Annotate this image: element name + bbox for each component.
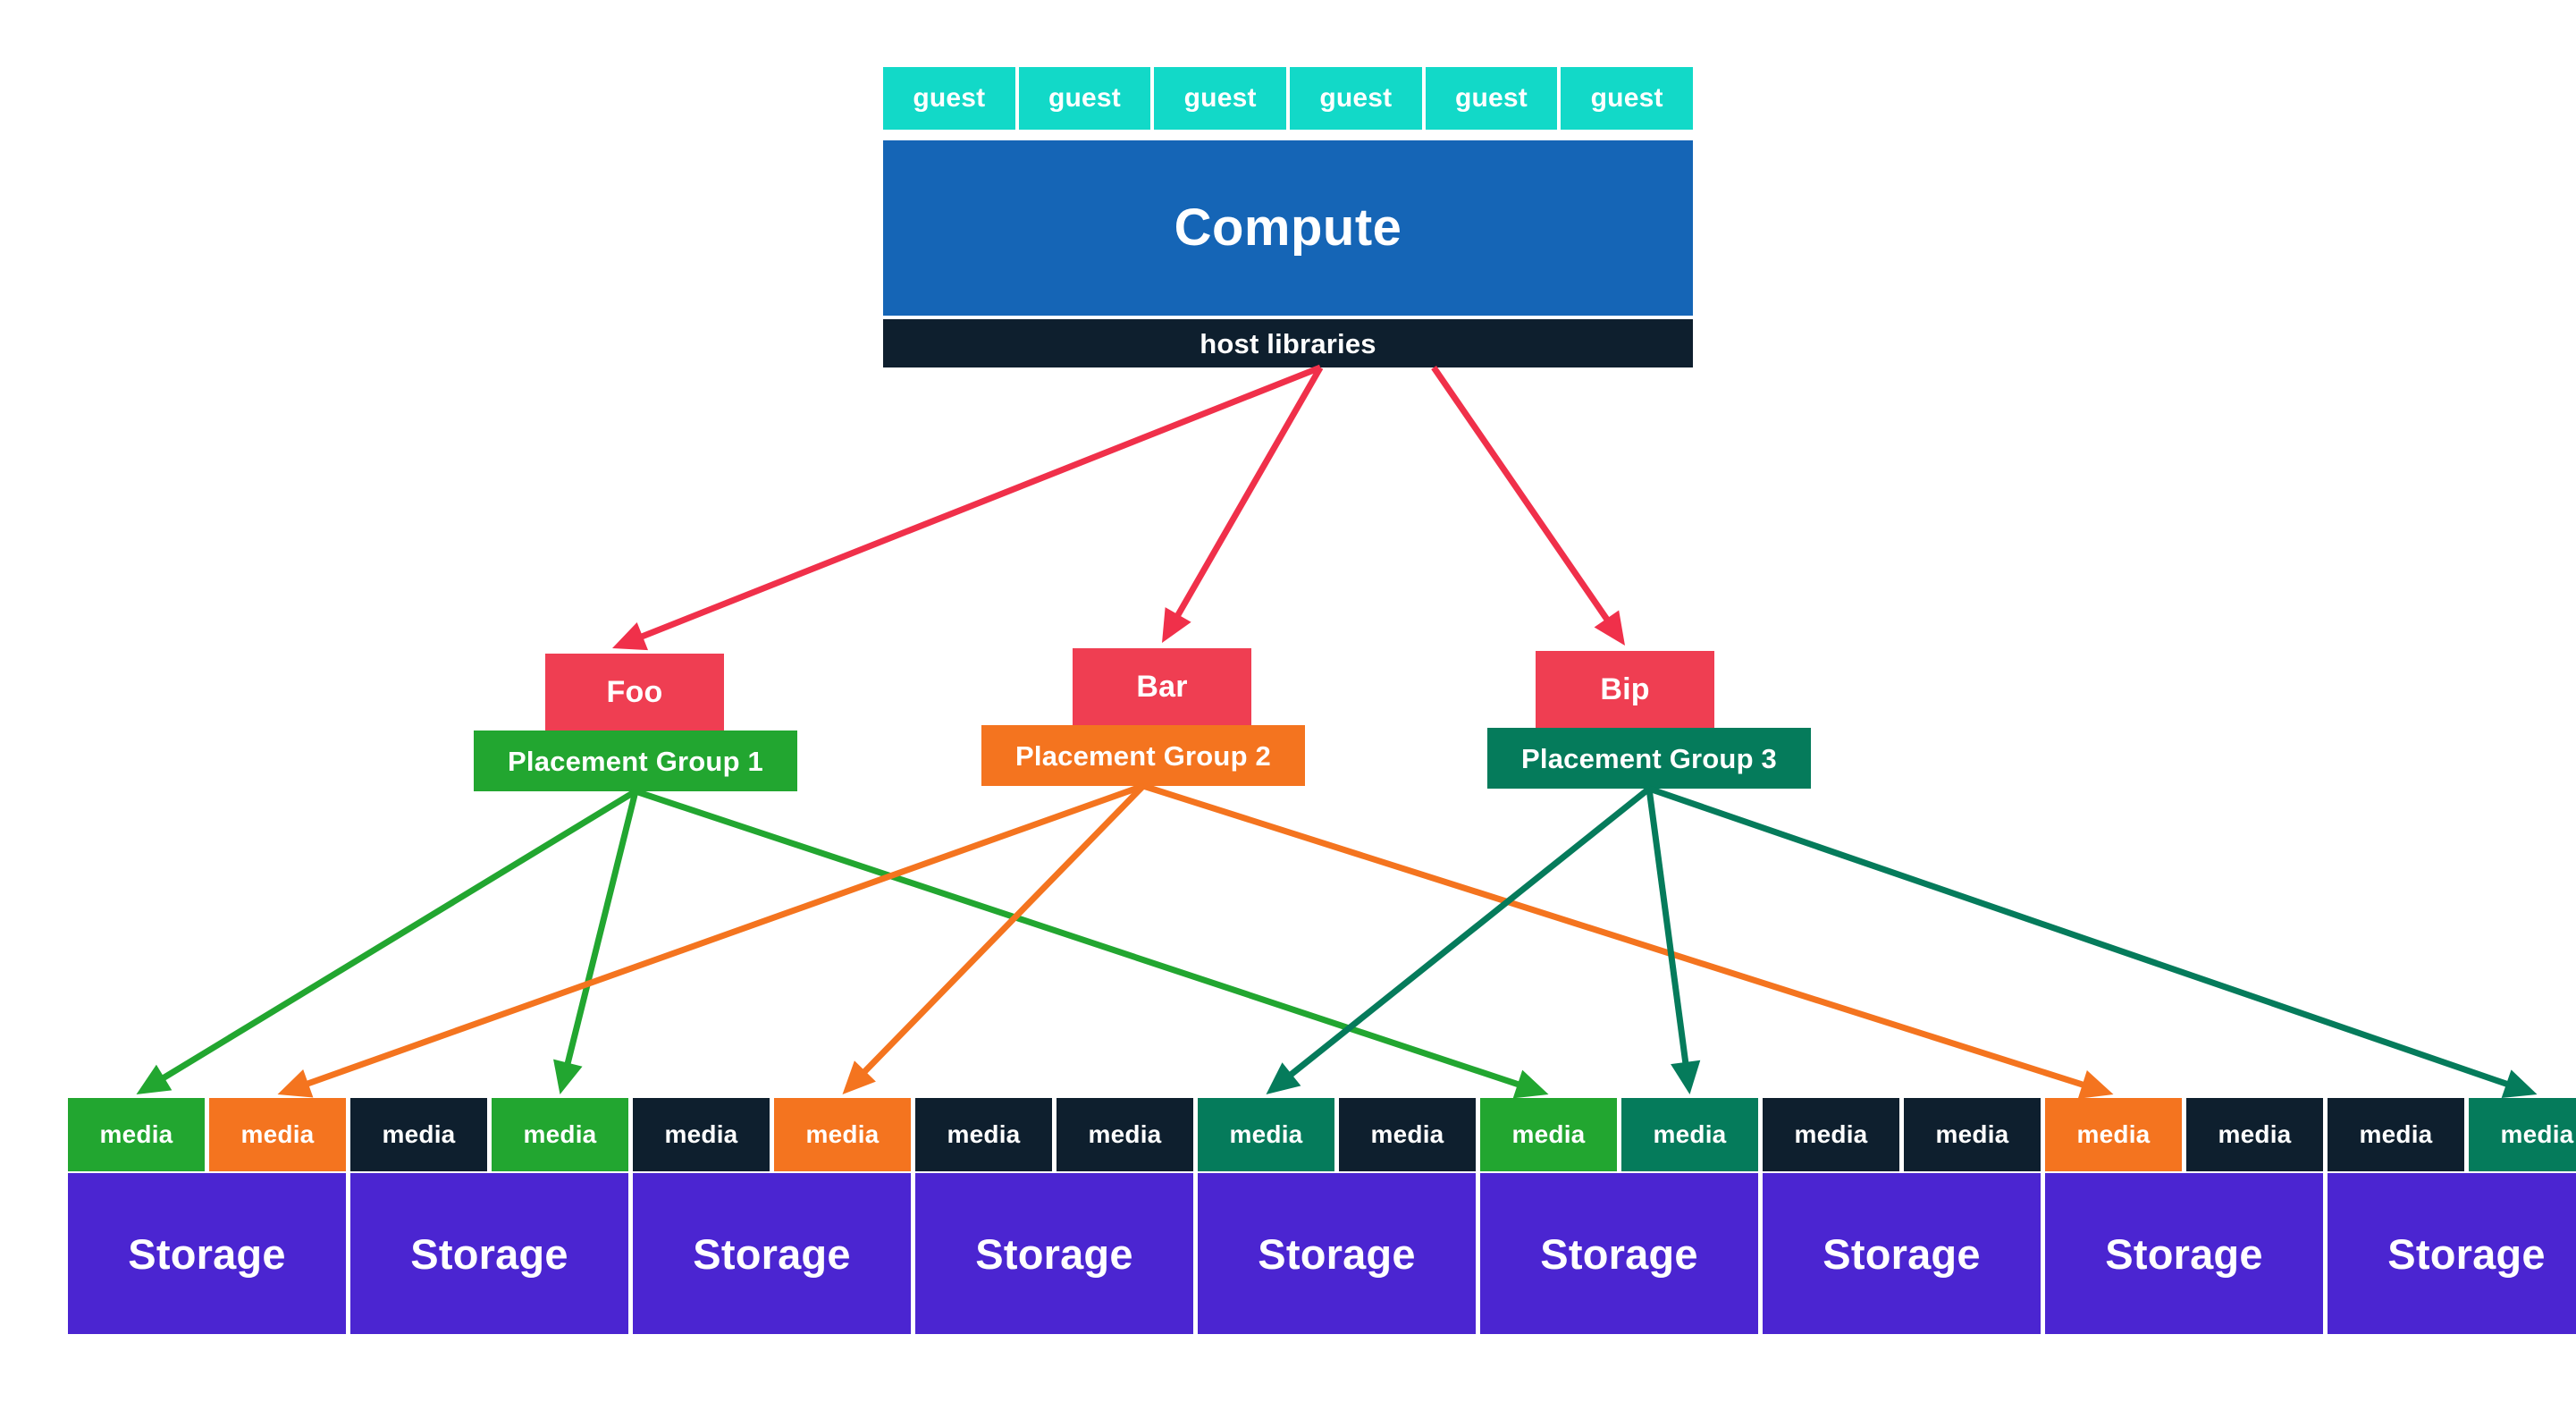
arrow-pg2-to-media-2 — [277, 782, 1145, 1098]
arrow-pg1-to-media-11 — [634, 788, 1549, 1099]
storage-node-2[interactable]: Storage — [350, 1173, 628, 1334]
storage-node-3[interactable]: Storage — [633, 1173, 911, 1334]
media-box-13[interactable]: media — [1763, 1098, 1899, 1171]
placement-group-3[interactable]: Placement Group 3 — [1487, 728, 1811, 789]
host-libraries-block: host libraries — [883, 319, 1693, 367]
placement-group-2[interactable]: Placement Group 2 — [981, 725, 1305, 786]
arrow-pg2-to-media-15 — [1141, 782, 2114, 1099]
storage-node-5[interactable]: Storage — [1198, 1173, 1476, 1334]
media-box-4[interactable]: media — [492, 1098, 628, 1171]
storage-node-7[interactable]: Storage — [1763, 1173, 2041, 1334]
media-box-16[interactable]: media — [2186, 1098, 2323, 1171]
media-box-18[interactable]: media — [2469, 1098, 2576, 1171]
application-foo[interactable]: Foo — [545, 654, 724, 731]
arrow-pg3-to-media-18 — [1647, 785, 2538, 1098]
media-box-8[interactable]: media — [1056, 1098, 1193, 1171]
media-box-1[interactable]: media — [68, 1098, 205, 1171]
application-bip[interactable]: Bip — [1536, 651, 1714, 728]
media-box-3[interactable]: media — [350, 1098, 487, 1171]
arrow-pg3-to-media-12 — [1646, 788, 1701, 1094]
media-box-6[interactable]: media — [774, 1098, 911, 1171]
media-box-2[interactable]: media — [209, 1098, 346, 1171]
arrow-host-to-foo — [612, 364, 1322, 651]
guest-box-3: guest — [1154, 67, 1286, 130]
media-box-5[interactable]: media — [633, 1098, 770, 1171]
storage-node-8[interactable]: Storage — [2045, 1173, 2323, 1334]
application-bar[interactable]: Bar — [1073, 648, 1251, 725]
placement-group-1[interactable]: Placement Group 1 — [474, 731, 797, 791]
media-box-11[interactable]: media — [1480, 1098, 1617, 1171]
storage-node-9[interactable]: Storage — [2328, 1173, 2576, 1334]
media-box-15[interactable]: media — [2045, 1098, 2182, 1171]
media-box-10[interactable]: media — [1339, 1098, 1476, 1171]
arrow-pg3-to-media-9 — [1266, 786, 1652, 1094]
media-box-9[interactable]: media — [1198, 1098, 1334, 1171]
arrow-host-to-bar — [1162, 366, 1324, 643]
media-box-12[interactable]: media — [1621, 1098, 1758, 1171]
compute-block: Compute — [883, 140, 1693, 316]
guest-box-5: guest — [1425, 67, 1558, 130]
arrow-pg1-to-media-1 — [136, 789, 637, 1094]
storage-node-1[interactable]: Storage — [68, 1173, 346, 1334]
guest-box-2: guest — [1018, 67, 1151, 130]
arrow-host-to-bip — [1431, 366, 1625, 646]
storage-node-6[interactable]: Storage — [1480, 1173, 1758, 1334]
guest-box-1: guest — [883, 67, 1015, 130]
arrow-pg1-to-media-4 — [553, 790, 639, 1094]
storage-node-4[interactable]: Storage — [915, 1173, 1193, 1334]
arrow-pg2-to-media-6 — [842, 783, 1146, 1094]
media-box-7[interactable]: media — [915, 1098, 1052, 1171]
guest-box-6: guest — [1561, 67, 1693, 130]
media-box-17[interactable]: media — [2328, 1098, 2464, 1171]
media-box-14[interactable]: media — [1904, 1098, 2041, 1171]
guest-box-4: guest — [1290, 67, 1422, 130]
